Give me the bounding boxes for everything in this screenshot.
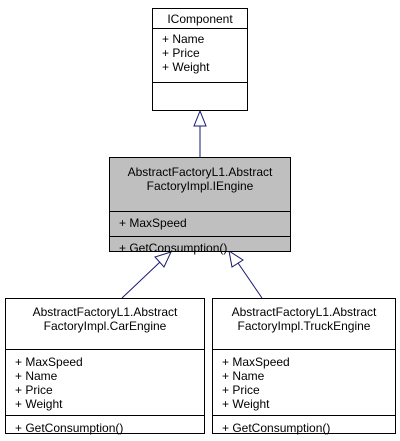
- attribute-price: + Price: [222, 383, 260, 397]
- class-icomponent-attributes: + Name + Price + Weight: [153, 28, 247, 82]
- class-icomponent-methods: [153, 82, 247, 109]
- class-carengine-title: AbstractFactoryL1.Abstract FactoryImpl.C…: [6, 299, 204, 349]
- class-truckengine[interactable]: AbstractFactoryL1.Abstract FactoryImpl.T…: [212, 298, 396, 435]
- class-carengine-attributes: + MaxSpeed + Name + Price + Weight: [6, 349, 204, 415]
- class-title-line: FactoryImpl.TruckEngine: [237, 319, 371, 333]
- edge-carengine-to-iengine-arrowhead: [154, 251, 172, 268]
- class-iengine-attributes: + MaxSpeed: [110, 211, 290, 236]
- edge-iengine-to-icomponent-arrowhead: [193, 109, 207, 127]
- class-carengine[interactable]: AbstractFactoryL1.Abstract FactoryImpl.C…: [5, 298, 205, 435]
- attribute-weight: + Weight: [222, 397, 270, 411]
- edge-truckengine-to-iengine: [237, 262, 263, 299]
- edge-carengine-to-iengine: [121, 261, 161, 299]
- method-getconsumption: + GetConsumption(): [119, 241, 228, 255]
- attribute-name: + Name: [162, 32, 205, 46]
- attribute-price: + Price: [162, 46, 200, 60]
- class-truckengine-methods: + GetConsumption(): [213, 415, 395, 441]
- attribute-maxspeed: + MaxSpeed: [119, 216, 187, 230]
- class-icomponent-title: IComponent: [153, 9, 247, 28]
- class-truckengine-attributes: + MaxSpeed + Name + Price + Weight: [213, 349, 395, 415]
- class-title-line: AbstractFactoryL1.Abstract: [32, 305, 178, 319]
- class-title-line: AbstractFactoryL1.Abstract: [127, 165, 273, 179]
- method-getconsumption: + GetConsumption(): [15, 421, 124, 435]
- method-getconsumption: + GetConsumption(): [222, 421, 331, 435]
- class-iengine[interactable]: AbstractFactoryL1.Abstract FactoryImpl.I…: [109, 157, 291, 255]
- class-iengine-methods: + GetConsumption(): [110, 236, 290, 260]
- class-truckengine-title: AbstractFactoryL1.Abstract FactoryImpl.T…: [213, 299, 395, 349]
- attribute-name: + Name: [222, 369, 265, 383]
- attribute-maxspeed: + MaxSpeed: [222, 355, 290, 369]
- class-title-line: FactoryImpl.CarEngine: [43, 319, 167, 333]
- attribute-maxspeed: + MaxSpeed: [15, 355, 83, 369]
- class-icomponent[interactable]: IComponent + Name + Price + Weight: [152, 8, 248, 111]
- class-title-line: IComponent: [167, 12, 233, 26]
- class-title-line: AbstractFactoryL1.Abstract: [231, 305, 377, 319]
- edge-truckengine-to-iengine-arrowhead: [228, 249, 244, 268]
- class-carengine-methods: + GetConsumption(): [6, 415, 204, 441]
- class-title-line: FactoryImpl.IEngine: [146, 179, 254, 193]
- attribute-name: + Name: [15, 369, 58, 383]
- attribute-weight: + Weight: [15, 397, 63, 411]
- attribute-price: + Price: [15, 383, 53, 397]
- class-iengine-title: AbstractFactoryL1.Abstract FactoryImpl.I…: [110, 158, 290, 211]
- attribute-weight: + Weight: [162, 60, 210, 74]
